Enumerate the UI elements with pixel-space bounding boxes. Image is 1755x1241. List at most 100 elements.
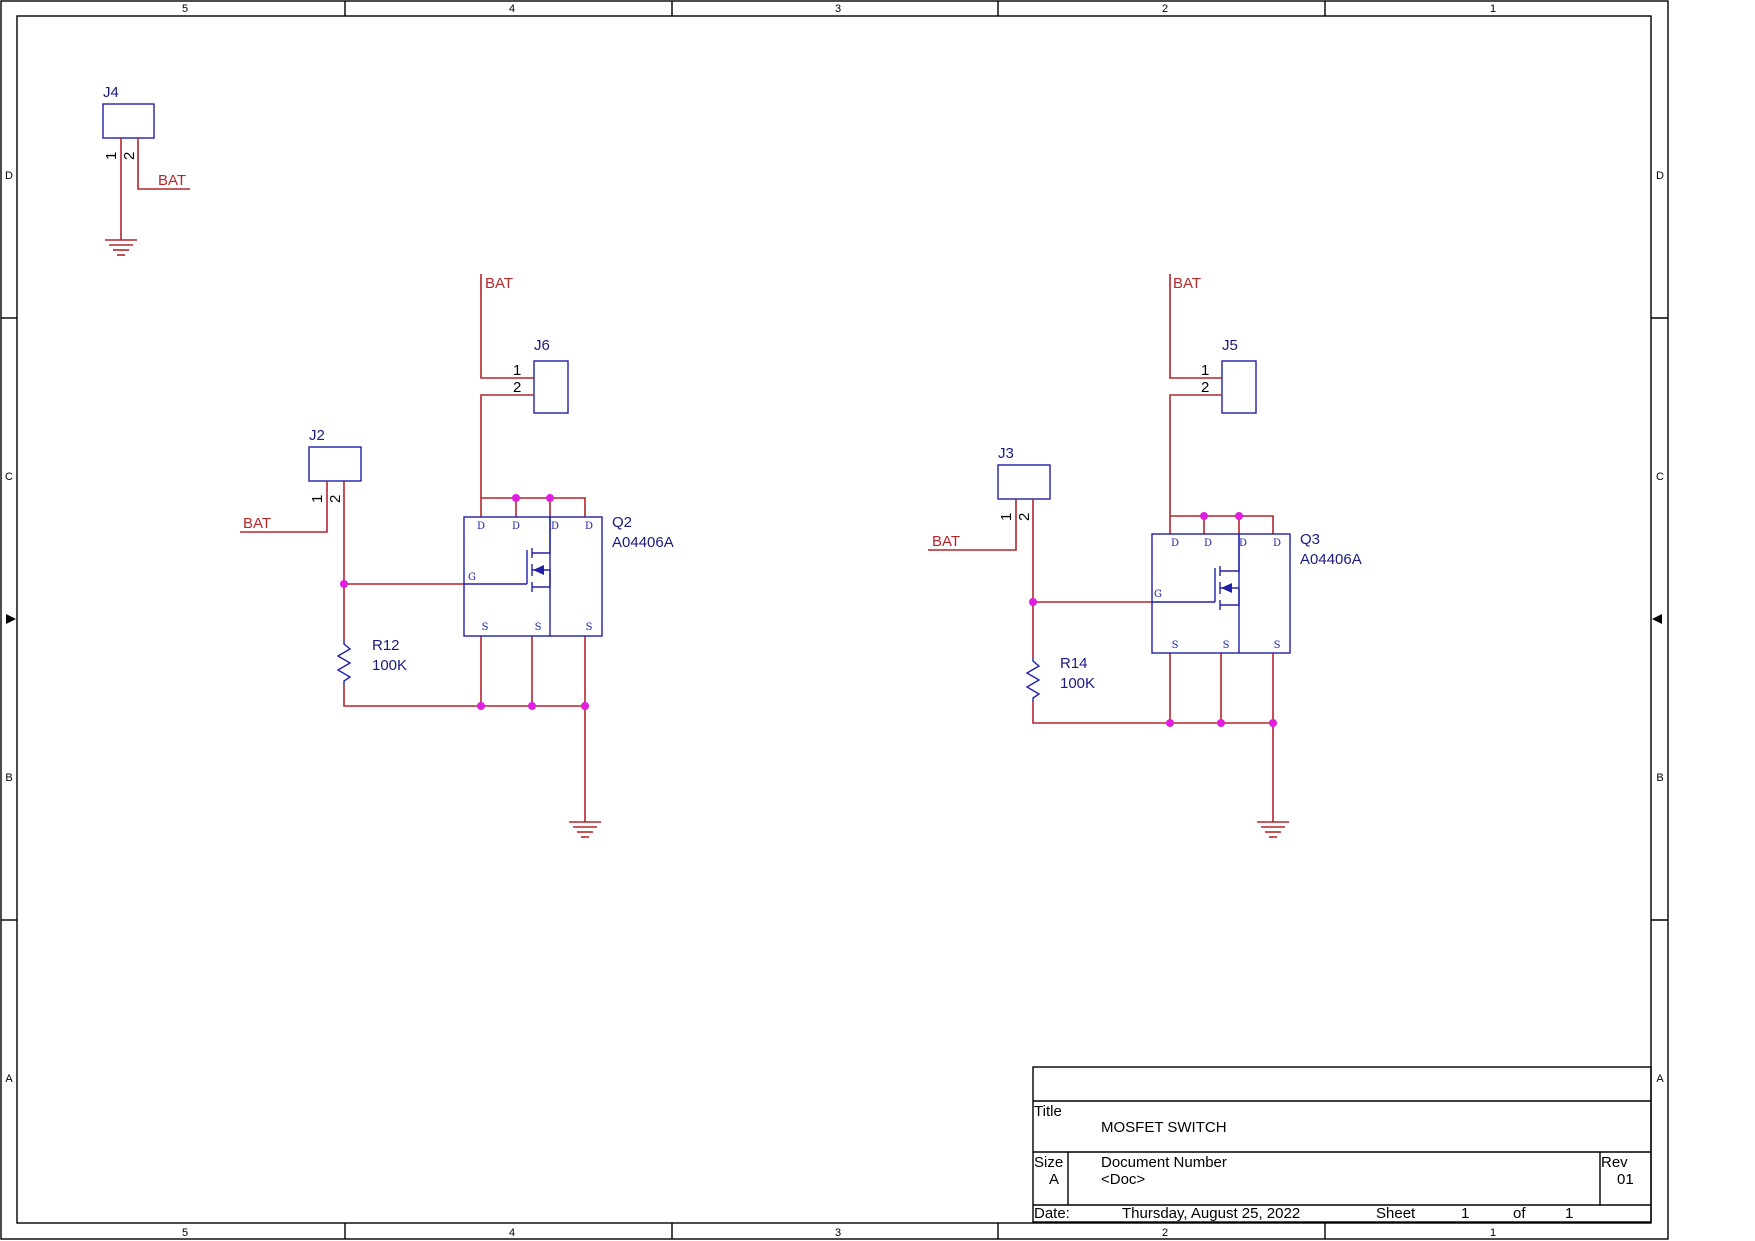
connector-body <box>308 446 362 482</box>
pin-label: S <box>586 622 593 633</box>
wire <box>343 685 586 822</box>
value-label: A04406A <box>612 534 674 551</box>
pin-label: 2 <box>1016 513 1033 521</box>
ref-label: R12 <box>372 637 400 654</box>
wire <box>480 394 534 498</box>
zone-row-left: B <box>5 772 12 784</box>
ref-label: J3 <box>998 445 1014 462</box>
rev-value: 01 <box>1617 1171 1634 1188</box>
document-number-value: <Doc> <box>1101 1171 1145 1188</box>
wire <box>240 481 328 533</box>
zone-col-top: 3 <box>835 3 841 15</box>
connector-j4[interactable]: J4 1 2 BAT <box>102 84 190 256</box>
connector-j6[interactable]: J6 1 2 <box>513 337 569 414</box>
pin-label: 2 <box>327 495 344 503</box>
zone-col-bottom: 3 <box>835 1227 841 1239</box>
size-value: A <box>1049 1171 1059 1188</box>
connector-j3[interactable]: J3 1 2 <box>997 445 1051 521</box>
mosfet-body <box>463 516 603 637</box>
wire <box>1170 515 1274 534</box>
center-arrow-left-icon <box>6 614 16 624</box>
of-label: of <box>1513 1205 1526 1222</box>
pin-label: 1 <box>1201 362 1209 379</box>
mosfet-body <box>1151 533 1291 654</box>
wire <box>480 274 534 379</box>
zone-col-bottom: 1 <box>1490 1227 1496 1239</box>
ref-label: J6 <box>534 337 550 354</box>
zone-row-right: B <box>1656 772 1663 784</box>
zone-row-left: C <box>5 471 13 483</box>
junction-dot <box>1029 598 1037 606</box>
resistor-zigzag-icon <box>1025 657 1041 702</box>
net-label-bat: BAT <box>485 275 513 292</box>
junction-dot <box>1200 512 1208 520</box>
nmos-symbol-icon <box>1152 534 1240 610</box>
pin-label: 2 <box>121 152 138 160</box>
connector-body <box>102 103 155 139</box>
wire <box>1169 394 1222 516</box>
pin-label: 2 <box>1201 379 1209 396</box>
pin-label: D <box>1239 538 1247 549</box>
pin-label: S <box>482 622 489 633</box>
junction-dot <box>1217 719 1225 727</box>
document-number-label: Document Number <box>1101 1154 1227 1171</box>
net-label-bat: BAT <box>243 515 271 532</box>
zone-col-bottom: 5 <box>182 1227 188 1239</box>
pin-label: 1 <box>309 495 326 503</box>
resistor-r14[interactable]: R14 100K <box>1025 655 1095 702</box>
wire <box>481 497 586 517</box>
date-label: Date: <box>1034 1205 1070 1222</box>
ref-label: J5 <box>1222 337 1238 354</box>
value-label: A04406A <box>1300 551 1362 568</box>
zone-row-left: D <box>5 170 13 182</box>
ref-label: Q2 <box>612 514 632 531</box>
ref-label: R14 <box>1060 655 1088 672</box>
pin-label: D <box>1273 538 1281 549</box>
pin-label: S <box>1223 640 1230 651</box>
zone-row-left: A <box>5 1073 13 1085</box>
ground-icon <box>105 239 137 256</box>
pin-label: G <box>1154 589 1162 600</box>
title-label: Title <box>1034 1103 1062 1120</box>
junction-dot <box>1166 719 1174 727</box>
pin-label: D <box>477 521 485 532</box>
zone-row-right: D <box>1656 170 1664 182</box>
sheet-total: 1 <box>1565 1205 1573 1222</box>
nmos-symbol-icon <box>464 517 551 592</box>
junction-dot <box>528 702 536 710</box>
junction-dot <box>340 580 348 588</box>
connector-body <box>533 360 569 414</box>
sheet-number: 1 <box>1461 1205 1469 1222</box>
zone-row-right: C <box>1656 471 1664 483</box>
mosfet-q2[interactable]: D D D D G S S S Q2 A04406A <box>463 514 674 637</box>
pin-label: S <box>1172 640 1179 651</box>
wire <box>137 138 190 190</box>
connector-body <box>1221 360 1257 414</box>
mosfet-q3[interactable]: D D D D G S S S Q3 A04406A <box>1151 531 1362 654</box>
pin-label: G <box>468 572 476 583</box>
ground-icon <box>569 821 601 838</box>
center-arrow-right-icon <box>1652 614 1662 624</box>
junction-dot <box>581 702 589 710</box>
pin-label: D <box>585 521 593 532</box>
pin-label: 1 <box>513 362 521 379</box>
size-label: Size <box>1034 1154 1063 1171</box>
pin-label: 1 <box>103 152 120 160</box>
pin-label: D <box>1204 538 1212 549</box>
sheet-title: MOSFET SWITCH <box>1101 1119 1227 1136</box>
junction-dot <box>477 702 485 710</box>
zone-col-top: 2 <box>1162 3 1168 15</box>
resistor-zigzag-icon <box>336 640 352 685</box>
resistor-r12[interactable]: R12 100K <box>336 637 407 685</box>
net-label-bat: BAT <box>932 533 960 550</box>
drawing-frame <box>0 0 1669 1240</box>
net-label-bat: BAT <box>158 172 186 189</box>
pin-label: D <box>551 521 559 532</box>
ref-label: Q3 <box>1300 531 1320 548</box>
connector-j5[interactable]: J5 1 2 <box>1201 337 1257 414</box>
ref-label: J4 <box>103 84 119 101</box>
pin-label: S <box>535 622 542 633</box>
value-label: 100K <box>372 657 407 674</box>
connector-j2[interactable]: J2 1 2 <box>308 427 362 503</box>
wire <box>1169 274 1222 379</box>
